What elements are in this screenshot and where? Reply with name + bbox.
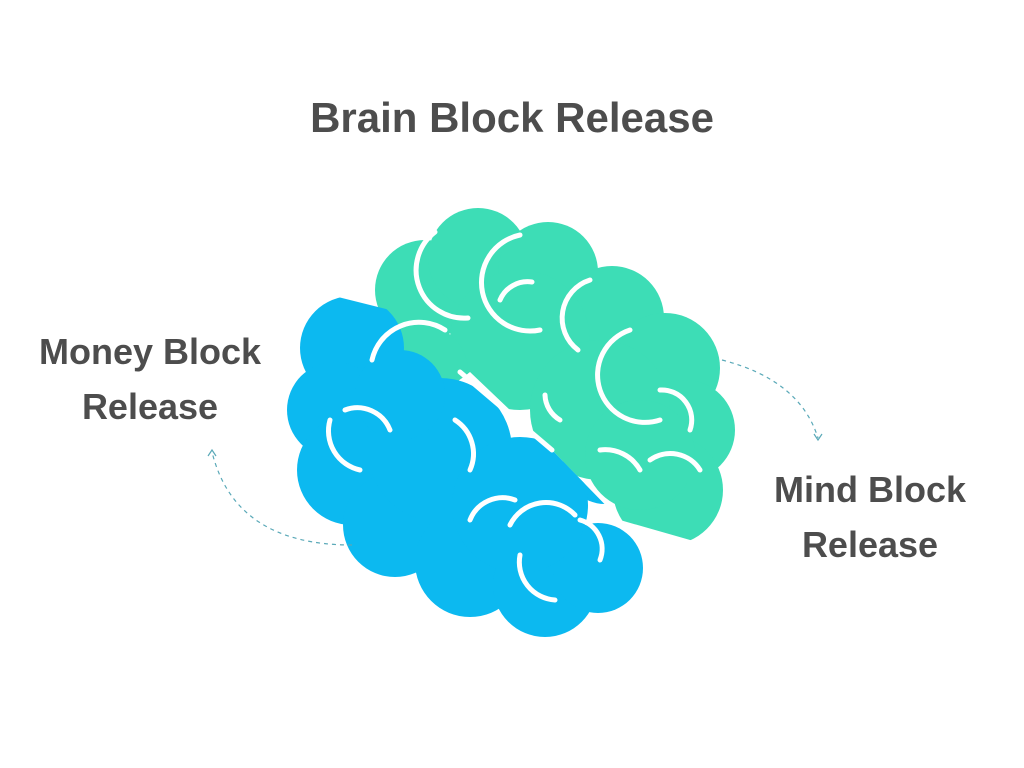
- mind-block-label-line1: Mind Block: [773, 469, 966, 510]
- mind-connector-arrowhead: [813, 433, 823, 442]
- mind-block-label: Mind Block Release: [740, 462, 1000, 572]
- money-block-label: Money Block Release: [20, 324, 280, 434]
- money-connector-arrowhead: [207, 448, 217, 457]
- money-block-label-line1: Money Block: [38, 331, 262, 372]
- money-block-label-line2: Release: [81, 386, 219, 427]
- brain-grooves: [325, 229, 703, 603]
- green-hemisphere: [372, 208, 735, 545]
- diagram-title: Brain Block Release: [310, 94, 714, 141]
- mind-connector-arrow: [721, 359, 819, 439]
- money-connector-arrow: [211, 451, 353, 546]
- mind-block-label-line2: Release: [801, 524, 939, 565]
